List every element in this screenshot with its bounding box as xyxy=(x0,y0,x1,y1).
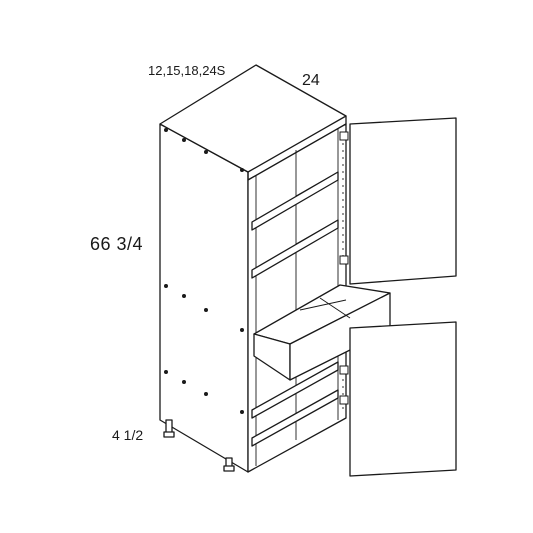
width-options-label: 12,15,18,24S xyxy=(148,63,226,78)
height-label: 66 3/4 xyxy=(90,234,144,254)
lower-door xyxy=(349,321,457,477)
hinge-top xyxy=(339,131,349,141)
hinge-lower xyxy=(339,365,349,375)
hinge-middle xyxy=(339,255,349,265)
leveling-leg-front xyxy=(223,457,235,472)
bottom-shelf xyxy=(251,389,339,447)
shelf-2 xyxy=(251,219,339,279)
toe-kick-label: 4 1/2 xyxy=(112,427,144,443)
left-side-panel xyxy=(159,123,249,473)
hinge-bottom xyxy=(339,395,349,405)
drawer xyxy=(253,284,391,381)
side-panel-holes xyxy=(164,128,244,414)
upper-door xyxy=(349,117,457,285)
shelf-3 xyxy=(251,361,339,419)
depth-label: 24 xyxy=(302,72,320,89)
leveling-leg-left xyxy=(163,419,175,438)
shelf-1 xyxy=(251,171,339,231)
